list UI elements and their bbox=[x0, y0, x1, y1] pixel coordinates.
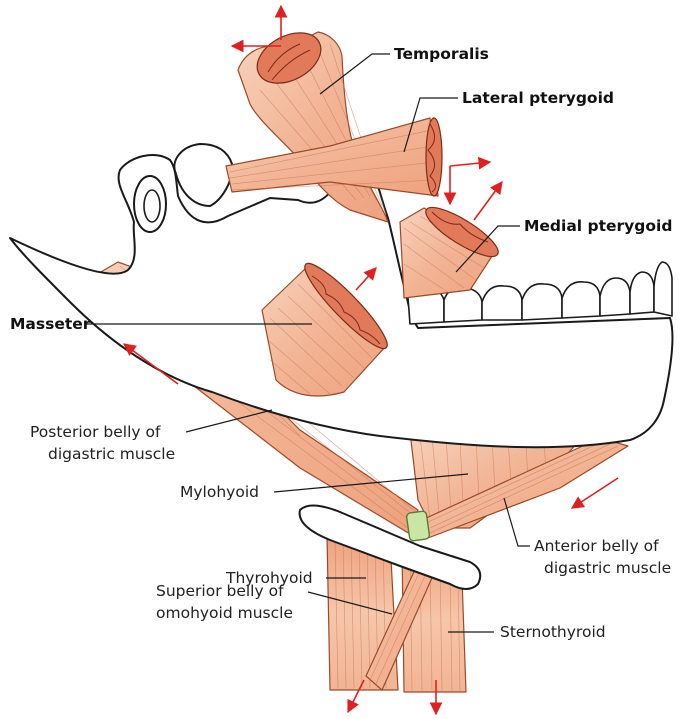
label-superior-belly-line1: Superior belly of bbox=[156, 582, 284, 600]
label-temporalis: Temporalis bbox=[394, 45, 489, 63]
temporalis-muscle bbox=[238, 23, 388, 222]
label-lateral-pterygoid: Lateral pterygoid bbox=[462, 89, 614, 107]
label-anterior-belly-line1: Anterior belly of bbox=[534, 537, 659, 555]
label-posterior-belly-line2: digastric muscle bbox=[48, 445, 175, 463]
mandibular-notch-ring bbox=[134, 176, 166, 232]
arrow-forward-lateral bbox=[450, 162, 490, 166]
arrow-anterior-belly bbox=[572, 478, 618, 508]
digastric-tendon bbox=[406, 511, 430, 542]
label-anterior-belly-line2: digastric muscle bbox=[544, 559, 671, 577]
medial-pterygoid-muscle bbox=[400, 200, 504, 298]
label-mylohyoid: Mylohyoid bbox=[180, 483, 259, 501]
label-medial-pterygoid: Medial pterygoid bbox=[524, 217, 672, 235]
label-posterior-belly-line1: Posterior belly of bbox=[30, 423, 161, 441]
condylar-process bbox=[174, 144, 232, 206]
label-sternothyroid: Sternothyroid bbox=[500, 623, 606, 641]
label-superior-belly-line2: omohyoid muscle bbox=[156, 604, 293, 622]
arrow-up-medial bbox=[474, 182, 502, 220]
label-masseter: Masseter bbox=[10, 315, 91, 333]
